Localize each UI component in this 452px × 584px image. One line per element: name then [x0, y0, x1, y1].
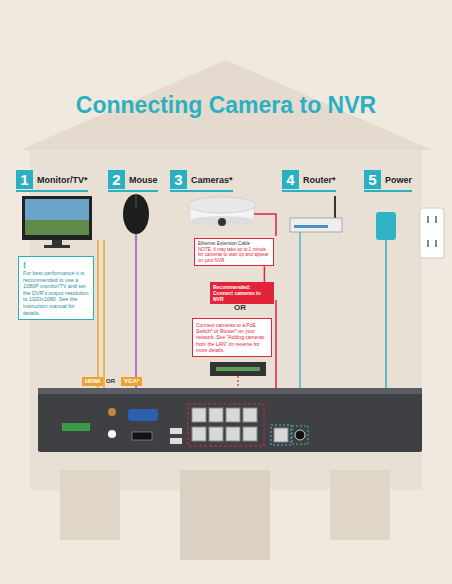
router-lights [294, 225, 328, 228]
house-door [180, 470, 270, 560]
or-label: OR [234, 303, 246, 312]
rca-port [108, 430, 116, 438]
lan-port [209, 408, 223, 422]
outlet-slot [427, 216, 429, 223]
lan-port [243, 408, 257, 422]
monitor-stand [52, 240, 62, 245]
usb-port [170, 428, 182, 434]
step-tab: 3 Cameras* [170, 170, 233, 192]
node-text: NOTE: It may take up to 1 minute for cam… [198, 247, 270, 264]
recommend-box: Recommended: Connect cameras to NVR [210, 282, 274, 304]
dc-outline [292, 426, 308, 444]
node-text: 1 [16, 170, 33, 189]
node-text: 5 [364, 170, 381, 189]
port-tag: VGA* [121, 377, 142, 386]
step-tab: 4 Router* [282, 170, 336, 192]
step-tab: 2 Mouse [108, 170, 158, 192]
node-text: Ethernet Extension Cable [198, 241, 270, 247]
usb-port [170, 438, 182, 444]
outlet-slot [435, 216, 437, 223]
monitor-frame [22, 196, 92, 240]
node-text: Power [385, 175, 412, 185]
outlet-slot [427, 240, 429, 247]
router-antenna [334, 196, 336, 218]
lan-port [192, 408, 206, 422]
lan-port [226, 427, 240, 441]
nvr-top [38, 388, 422, 394]
node-text: For best performance it is recommended t… [23, 270, 89, 316]
step-tab: 5 Power [364, 170, 412, 192]
monitor-base [44, 245, 70, 248]
node-text: VGA* [124, 378, 139, 385]
cable-connector [264, 266, 265, 282]
wan-outline [271, 425, 291, 445]
camera-lens [218, 218, 226, 226]
poe-switch [210, 362, 266, 376]
lan-port [209, 427, 223, 441]
node-text: Recommended: Connect cameras to NVR [213, 284, 271, 302]
note-box: !For best performance it is recommended … [18, 256, 94, 320]
port-tag: HDMI [82, 377, 103, 386]
monitor-image [25, 220, 89, 235]
power-adapter [376, 212, 396, 240]
terminal-block [62, 423, 90, 431]
vga-port [128, 409, 158, 421]
poe-note: Connect cameras to a PoE Switch* or Rout… [192, 318, 272, 357]
mouse-body [123, 194, 149, 234]
node-text: 3 [170, 170, 187, 189]
house-window [60, 470, 120, 540]
hdmi-port [132, 432, 152, 440]
node-text: 2 [108, 170, 125, 189]
monitor-screen [25, 199, 89, 235]
connector-line [264, 266, 266, 282]
camera-bottom [190, 216, 254, 226]
node-text: HDMI [85, 378, 100, 385]
mouse-button-split [136, 194, 137, 208]
node-text: 4 [282, 170, 299, 189]
outlet-slot [435, 240, 437, 247]
rca-port [108, 408, 116, 416]
camera-note: Ethernet Extension CableNOTE: It may tak… [194, 238, 274, 266]
router-body [290, 218, 342, 232]
diagram-title: Connecting Camera to NVR [0, 92, 452, 119]
step-tab: 1 Monitor/TV* [16, 170, 88, 192]
node-text: Router* [303, 175, 336, 185]
switch-ports [216, 367, 260, 371]
wan-port [274, 428, 288, 442]
camera-top [188, 197, 256, 213]
or-label: OR [106, 378, 115, 384]
node-text: Connect cameras to a PoE Switch* or Rout… [196, 322, 268, 353]
dc-port [295, 430, 305, 440]
node-text: Cameras* [191, 175, 233, 185]
lan-port [192, 427, 206, 441]
lan-port [226, 408, 240, 422]
wall-outlet [420, 208, 444, 258]
lan-port [243, 427, 257, 441]
node-text: ! [23, 260, 89, 270]
node-text: Monitor/TV* [37, 175, 88, 185]
camera-wire [254, 214, 276, 236]
vga-wire [104, 240, 143, 409]
poe-ports-outline [188, 404, 264, 446]
house-window [330, 470, 390, 540]
nvr-body [38, 388, 422, 452]
node-text: Mouse [129, 175, 158, 185]
